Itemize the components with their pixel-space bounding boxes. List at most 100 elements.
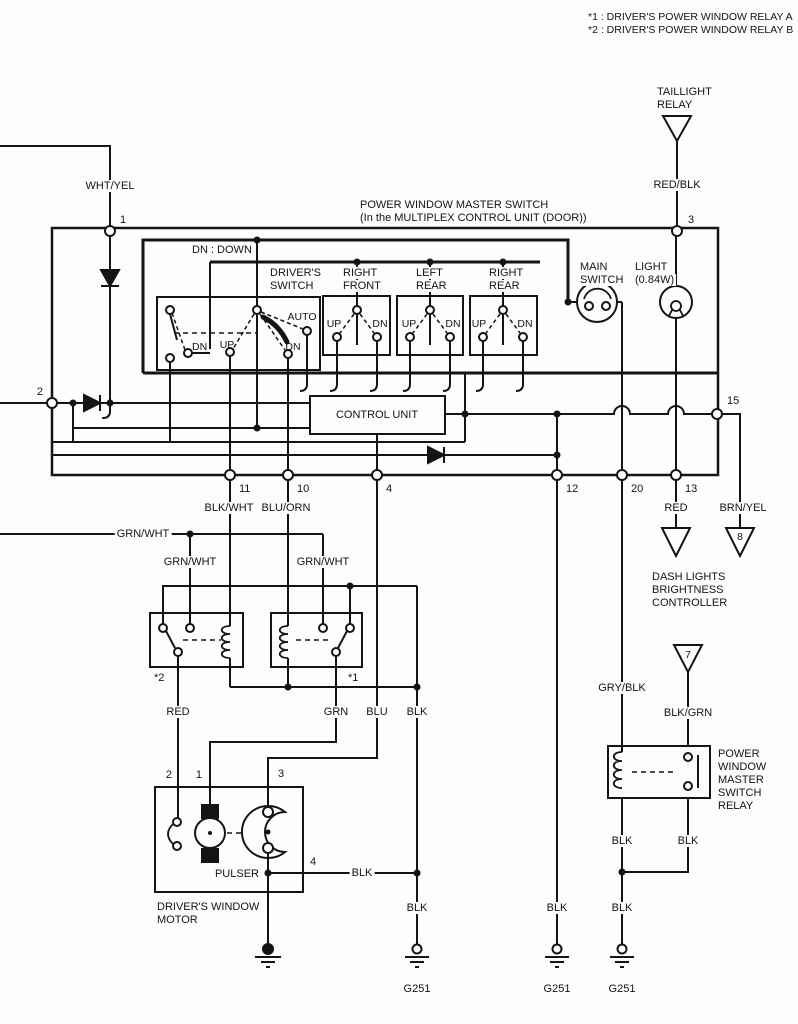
wire-label-blk-4: BLK <box>675 835 701 847</box>
taillight-relay-icon <box>661 115 693 226</box>
relay-a-symbol <box>270 612 363 668</box>
pin-12-label: 12 <box>564 483 581 495</box>
connector-7-icon <box>672 644 704 675</box>
wire-wht-yel <box>0 145 111 226</box>
relay-b-ref-label: *2 <box>152 672 167 684</box>
master-switch-subtitle: (In the MULTIPLEX CONTROL UNIT (DOOR)) <box>358 212 589 224</box>
pin-20-label: 20 <box>629 483 646 495</box>
right-front-label-1: RIGHT <box>341 267 380 279</box>
drivers-window-motor-symbol <box>154 786 304 893</box>
ground-g251-label-3: G251 <box>606 983 638 995</box>
connector-7-number: 7 <box>685 649 691 661</box>
lr-up-label: UP <box>401 318 417 330</box>
dash-lights-label-3: CONTROLLER <box>650 597 730 609</box>
drivers-switch-symbol <box>156 296 321 371</box>
right-front-switch-symbol <box>322 262 391 392</box>
pw-relay-label-2: WINDOW <box>716 761 769 773</box>
right-rear-label-2: REAR <box>487 280 522 292</box>
control-unit-label: CONTROL UNIT <box>335 409 419 421</box>
connector-8-number: 8 <box>737 531 743 543</box>
dash-lights-label-1: DASH LIGHTS <box>650 571 728 583</box>
ground-motor-icon <box>255 943 281 968</box>
legend-relay-a: *1 : DRIVER'S POWER WINDOW RELAY A <box>586 11 795 23</box>
wire-grn <box>209 656 337 806</box>
main-switch-label-1: MAIN <box>578 261 610 273</box>
ground-g251-icon <box>405 943 429 968</box>
wire-label-blk-5: BLK <box>404 902 430 914</box>
connector-8-icon <box>724 527 756 559</box>
drivers-switch-label-1: DRIVER'S <box>268 267 323 279</box>
wire-blk <box>622 798 689 873</box>
left-rear-label-2: REAR <box>414 280 449 292</box>
motor-pin-1-label: 1 <box>193 769 204 781</box>
wire-label-blk-2: BLK <box>349 867 375 879</box>
light-label-1: LIGHT <box>633 261 670 273</box>
ground-g251-icon <box>610 943 634 968</box>
wire-label-blk-3: BLK <box>609 835 635 847</box>
connector-pins <box>46 225 723 481</box>
master-switch-box <box>50 226 720 477</box>
grn-wht-wires <box>0 533 324 624</box>
ground-g251-icon <box>545 943 569 968</box>
pulser-label: PULSER <box>212 868 261 880</box>
main-switch-symbol <box>568 281 622 323</box>
rr-dn-label: DN <box>517 318 533 330</box>
motor-label-1: DRIVER'S WINDOW <box>155 901 262 913</box>
drivers-dn2-label: DN <box>285 341 301 353</box>
wire-blk-common <box>162 585 418 945</box>
pin-10-label: 10 <box>295 483 312 495</box>
legend-relay-b: *2 : DRIVER'S POWER WINDOW RELAY B <box>586 24 796 36</box>
taillight-relay-label-1: TAILLIGHT <box>655 86 714 98</box>
wire-label-grn-wht-1: GRN/WHT <box>114 528 172 540</box>
wire-label-blu: BLU <box>364 706 390 718</box>
pin-11-label: 11 <box>237 483 253 495</box>
motor-label-2: MOTOR <box>155 914 200 926</box>
pin-15-label: 15 <box>725 395 742 407</box>
wire-label-red: RED <box>164 706 192 718</box>
right-rear-switch-symbol <box>469 262 538 392</box>
pin-4-label: 4 <box>384 483 395 495</box>
wire-label-grn-wht-2: GRN/WHT <box>161 556 219 568</box>
pin-1-label: 1 <box>118 214 129 226</box>
rf-up-label: UP <box>326 318 342 330</box>
relay-b-symbol <box>149 612 244 668</box>
drivers-up-label: UP <box>219 339 235 351</box>
wire-brn-yel <box>722 413 741 528</box>
wire-label-blk-1: BLK <box>404 706 430 718</box>
wire-label-grn-wht-3: GRN/WHT <box>294 556 352 568</box>
rf-dn-label: DN <box>372 318 388 330</box>
wire-label-wht-yel: WHT/YEL <box>83 180 137 192</box>
wire-label-blk-grn: BLK/GRN <box>661 707 715 719</box>
pw-master-switch-relay-symbol <box>607 745 711 799</box>
wire-label-blu-orn: BLU/ORN <box>259 502 313 514</box>
pw-relay-label-3: MASTER <box>716 774 766 786</box>
wire-label-red-blk: RED/BLK <box>651 179 703 191</box>
pw-relay-label-1: POWER <box>716 748 762 760</box>
wire-label-grn: GRN <box>321 706 351 718</box>
dn-note: DN : DOWN <box>190 244 254 256</box>
drivers-dn-label: DN <box>192 341 208 353</box>
pin-3-label: 3 <box>686 214 697 226</box>
light-label-2: (0.84W) <box>633 274 677 286</box>
ground-g251-label-1: G251 <box>401 983 433 995</box>
dash-lights-label-2: BRIGHTNESS <box>650 584 726 596</box>
wire-label-blk-7: BLK <box>609 902 635 914</box>
drivers-auto-label: AUTO <box>287 311 317 323</box>
diode-down-icon <box>99 236 121 419</box>
drivers-switch-label-2: SWITCH <box>268 280 316 292</box>
pw-relay-label-5: RELAY <box>716 800 756 812</box>
bus-wires <box>0 373 712 465</box>
lr-dn-label: DN <box>445 318 461 330</box>
wire-label-blk-wht: BLK/WHT <box>202 502 256 514</box>
motor-pin-3-label: 3 <box>276 768 287 780</box>
right-rear-label-1: RIGHT <box>487 267 526 279</box>
left-rear-label-1: LEFT <box>414 267 445 279</box>
wire-label-blk-6: BLK <box>544 902 570 914</box>
wire-hook <box>299 335 308 392</box>
pin-2-label: 2 <box>34 386 45 398</box>
wire-label-gry-blk: GRY/BLK <box>596 682 648 694</box>
pw-relay-label-4: SWITCH <box>716 787 764 799</box>
rr-up-label: UP <box>471 318 487 330</box>
master-switch-title: POWER WINDOW MASTER SWITCH <box>358 199 551 211</box>
